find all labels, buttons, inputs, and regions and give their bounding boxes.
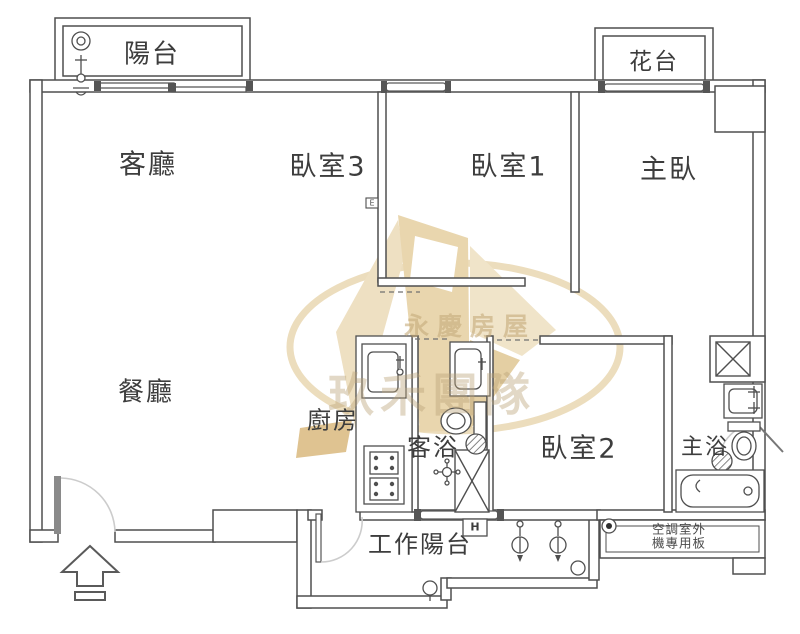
room-label-master-bath: 主浴 xyxy=(680,435,730,460)
stove-icon xyxy=(363,445,405,505)
room-label-kitchen: 廚房 xyxy=(307,406,359,435)
entrance-door-arc xyxy=(60,477,116,533)
left-wall xyxy=(29,79,43,543)
room-label-balcony: 陽台 xyxy=(123,39,181,70)
watermark-team-text: 玖禾團隊 xyxy=(328,368,536,422)
bathtub-icon xyxy=(675,469,765,513)
entrance-door-leaf xyxy=(54,476,61,534)
bedroom1-master-wall xyxy=(570,91,580,293)
room-label-bedroom1: 臥室1 xyxy=(470,151,548,183)
bedroom3-bedroom1-wall xyxy=(377,91,387,283)
ac-panel-label-line2: 機專用板 xyxy=(651,536,707,551)
drain-icon xyxy=(422,580,438,601)
column xyxy=(714,85,766,133)
master-bath-door-leaf xyxy=(756,423,784,453)
room-label-bedroom3: 臥室3 xyxy=(289,151,367,183)
sink-icon xyxy=(723,383,763,419)
washer-tap-icon xyxy=(511,520,529,562)
master-bath-fixtures xyxy=(675,383,765,513)
balcony-sliding-door xyxy=(99,82,175,89)
shaft-x-icon xyxy=(715,341,751,377)
windows xyxy=(94,81,710,521)
master-window xyxy=(603,83,705,92)
low-cabinet xyxy=(212,509,298,543)
hose-bib-icon xyxy=(73,55,89,96)
work-balcony-fixtures xyxy=(422,518,617,601)
light-icon xyxy=(71,31,91,51)
kitchen-sink-icon xyxy=(361,343,407,399)
kitchen-door-arc xyxy=(320,516,363,563)
entrance-arrow-icon xyxy=(59,544,121,601)
shaft-x-icon xyxy=(454,449,490,513)
room-label-bedroom2: 臥室2 xyxy=(540,433,618,465)
room-label-work-balcony: 工作陽台 xyxy=(368,530,472,559)
outlet-box xyxy=(365,197,379,209)
room-label-living-room: 客廳 xyxy=(119,149,177,181)
hall-wall xyxy=(377,277,526,287)
watermark-brand-text: 永慶房屋 xyxy=(403,312,537,341)
pipe-shafts xyxy=(454,341,751,513)
bedroom3-window xyxy=(385,82,447,92)
sink-icon xyxy=(449,341,491,397)
room-label-master-bedroom: 主臥 xyxy=(640,154,698,186)
ac-panel-label: 空調室外 機專用板 xyxy=(651,521,707,552)
guest-bath-fixtures xyxy=(433,341,491,486)
kitchen-fixtures xyxy=(355,335,413,513)
room-label-flower-bed: 花台 xyxy=(629,49,679,75)
balcony-fixtures xyxy=(71,31,91,96)
ac-panel-label-line1: 空調室外 xyxy=(651,521,707,537)
right-wall xyxy=(752,79,766,521)
shower-mixer-icon xyxy=(433,458,461,486)
water-heater-label: H xyxy=(470,520,480,534)
water-heater-box xyxy=(462,518,488,537)
room-label-guest-bath: 客浴 xyxy=(407,433,459,462)
outlet-label: E xyxy=(369,198,375,208)
room-label-dining-room: 餐廳 xyxy=(117,377,175,408)
bedroom2-bath-wall xyxy=(663,335,673,513)
bedroom2-top-wall xyxy=(539,335,673,345)
floor-drain-icon xyxy=(465,433,487,455)
washer-tap-icon xyxy=(549,520,567,562)
drain-dot-icon xyxy=(601,518,617,534)
toilet-icon xyxy=(440,401,487,441)
kitchen-door-leaf xyxy=(315,513,322,563)
toilet-icon xyxy=(727,421,761,461)
exterior-walls xyxy=(29,17,766,609)
door-openings xyxy=(380,291,538,341)
drain-icon xyxy=(570,560,586,576)
